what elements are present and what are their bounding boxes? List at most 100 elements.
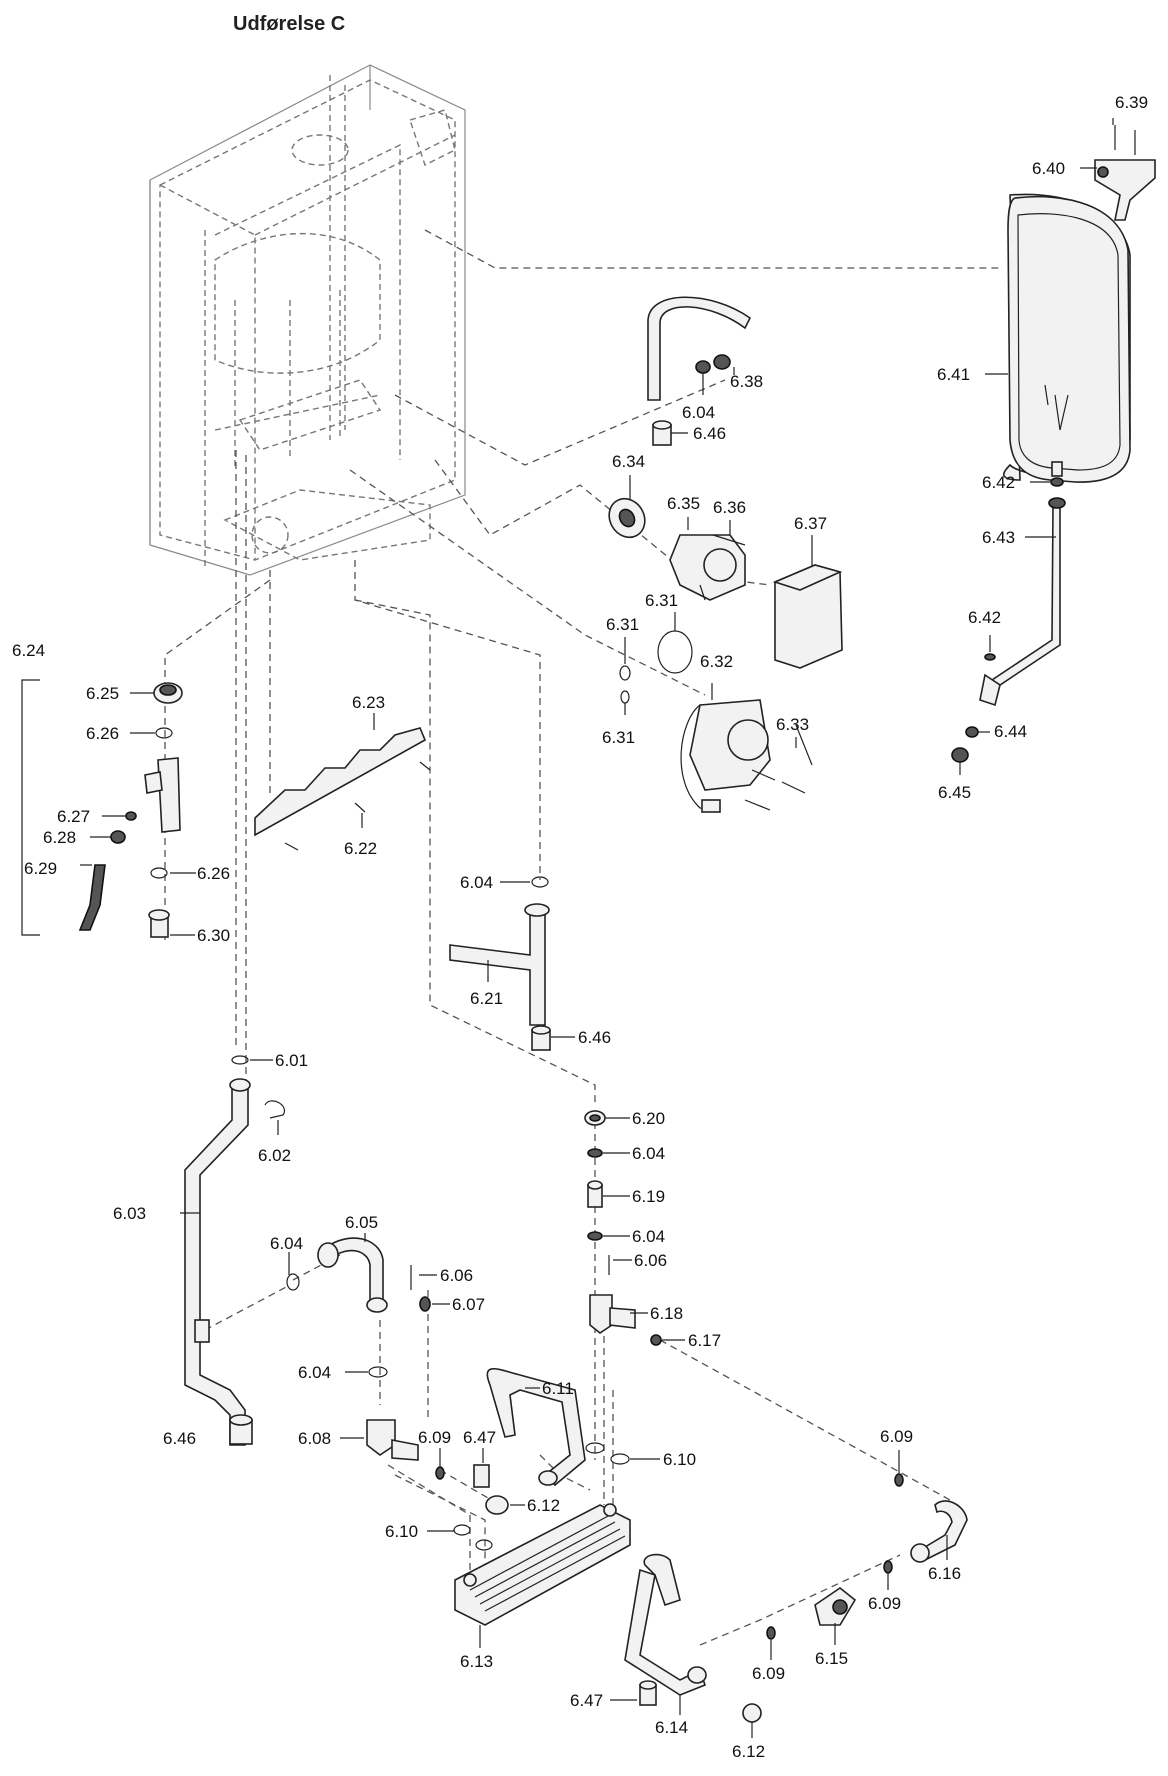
seal-6-10-left: [453, 1524, 471, 1536]
label-6-33: 6.33: [776, 715, 809, 734]
o-ring-large: [657, 630, 693, 674]
valve-body: [669, 534, 746, 601]
cap-6-46-top: [652, 420, 672, 446]
seal-6-04-right-a: [587, 1148, 603, 1158]
label-6-10-left: 6.10: [385, 1522, 418, 1541]
label-6-31-b: 6.31: [602, 728, 635, 747]
label-6-46-bottom: 6.46: [163, 1429, 196, 1448]
seal-6-17: [650, 1334, 662, 1346]
group-bracket-6-24: [21, 679, 40, 936]
hose-6-29: [78, 864, 106, 931]
label-6-26-bottom: 6.26: [197, 864, 230, 883]
nut-6-12-bottom: [742, 1703, 762, 1723]
label-6-39: 6.39: [1115, 93, 1148, 112]
label-6-26-top: 6.26: [86, 724, 119, 743]
expansion-vessel: [1002, 193, 1131, 483]
diagram-title: Udførelse C: [233, 13, 345, 35]
label-6-46-top: 6.46: [693, 424, 726, 443]
label-6-37: 6.37: [794, 514, 827, 533]
label-6-19: 6.19: [632, 1187, 665, 1206]
valve-6-45: [951, 747, 969, 763]
fitting-6-25: [153, 682, 183, 704]
valve-6-15: [814, 1587, 857, 1626]
fitting-6-18: [589, 1294, 636, 1334]
seal-6-26-top: [155, 727, 173, 739]
seal-6-42-mid: [984, 653, 996, 661]
pump-screws-6-33: [744, 724, 813, 811]
screw-6-36: [712, 534, 746, 546]
valve-6-19: [587, 1180, 603, 1208]
seal-6-10-lower: [475, 1539, 493, 1551]
label-6-23: 6.23: [352, 693, 385, 712]
label-6-45: 6.45: [938, 783, 971, 802]
label-6-36: 6.36: [713, 498, 746, 517]
label-6-31-large: 6.31: [645, 591, 678, 610]
label-6-09-mid: 6.09: [868, 1594, 901, 1613]
label-6-04-top: 6.04: [682, 403, 715, 422]
seal-6-04-right-b: [587, 1231, 603, 1241]
pipe-6-21: [449, 903, 550, 1026]
seal-6-09-mid: [883, 1560, 893, 1574]
label-6-21: 6.21: [470, 989, 503, 1008]
label-6-04-right-a: 6.04: [632, 1144, 665, 1163]
label-6-04-mid: 6.04: [460, 873, 493, 892]
label-6-46-mid: 6.46: [578, 1028, 611, 1047]
label-6-06-left: 6.06: [440, 1266, 473, 1285]
nut-6-12-mid: [485, 1495, 509, 1515]
support-bracket: [254, 727, 427, 837]
vessel-pipe: [979, 497, 1066, 707]
boiler-housing: [149, 64, 466, 576]
seal-6-04-left: [286, 1273, 300, 1291]
label-6-15: 6.15: [815, 1649, 848, 1668]
label-6-24: 6.24: [12, 641, 45, 660]
pipe-6-11: [486, 1368, 586, 1487]
label-6-42-top: 6.42: [982, 473, 1015, 492]
nut-6-28: [110, 830, 126, 844]
nut-6-44: [965, 726, 979, 738]
leader-lines: [80, 118, 1114, 1738]
circulation-pump: [680, 699, 771, 813]
pipe-6-14: [624, 1553, 707, 1696]
plate-heat-exchanger: [454, 1503, 631, 1626]
label-6-01: 6.01: [275, 1051, 308, 1070]
label-6-35: 6.35: [667, 494, 700, 513]
label-6-11: 6.11: [542, 1379, 574, 1398]
seal-6-09-right: [894, 1473, 904, 1487]
label-6-47-mid: 6.47: [463, 1428, 496, 1447]
label-6-12-bottom: 6.12: [732, 1742, 765, 1761]
label-6-40: 6.40: [1032, 159, 1065, 178]
label-6-44: 6.44: [994, 722, 1027, 741]
label-6-06-right: 6.06: [634, 1251, 667, 1270]
mounting-bracket: [1094, 159, 1156, 221]
label-6-14: 6.14: [655, 1718, 688, 1737]
label-6-04-lower: 6.04: [298, 1363, 331, 1382]
cap-6-46-mid: [531, 1025, 551, 1051]
cap-6-46-bottom: [229, 1414, 253, 1445]
label-6-13: 6.13: [460, 1652, 493, 1671]
label-6-41: 6.41: [937, 365, 970, 384]
label-6-18: 6.18: [650, 1304, 683, 1323]
seal-6-04-top: [695, 360, 711, 374]
label-6-08: 6.08: [298, 1429, 331, 1448]
label-6-10-right: 6.10: [663, 1450, 696, 1469]
label-6-38: 6.38: [730, 372, 763, 391]
label-6-04-right-b: 6.04: [632, 1227, 665, 1246]
label-6-12-mid: 6.12: [527, 1496, 560, 1515]
clip-6-02: [264, 1100, 286, 1119]
seal-6-26-bottom: [150, 867, 168, 879]
clip-6-07: [419, 1296, 431, 1312]
label-6-27: 6.27: [57, 807, 90, 826]
label-6-20: 6.20: [632, 1109, 665, 1128]
plug-6-47-mid: [473, 1464, 490, 1488]
pump-flange: [608, 497, 646, 539]
nut-6-20: [584, 1110, 606, 1126]
label-6-31-a: 6.31: [606, 615, 639, 634]
seal-6-10-inner: [585, 1442, 605, 1454]
bracket-screws: [1114, 125, 1136, 155]
seal-6-09-left: [435, 1466, 445, 1480]
label-6-02: 6.02: [258, 1146, 291, 1165]
seal-6-42-top: [1050, 477, 1064, 487]
seal-6-09-lower: [766, 1626, 776, 1640]
fitting-6-08: [366, 1419, 419, 1461]
label-6-09-left: 6.09: [418, 1428, 451, 1447]
